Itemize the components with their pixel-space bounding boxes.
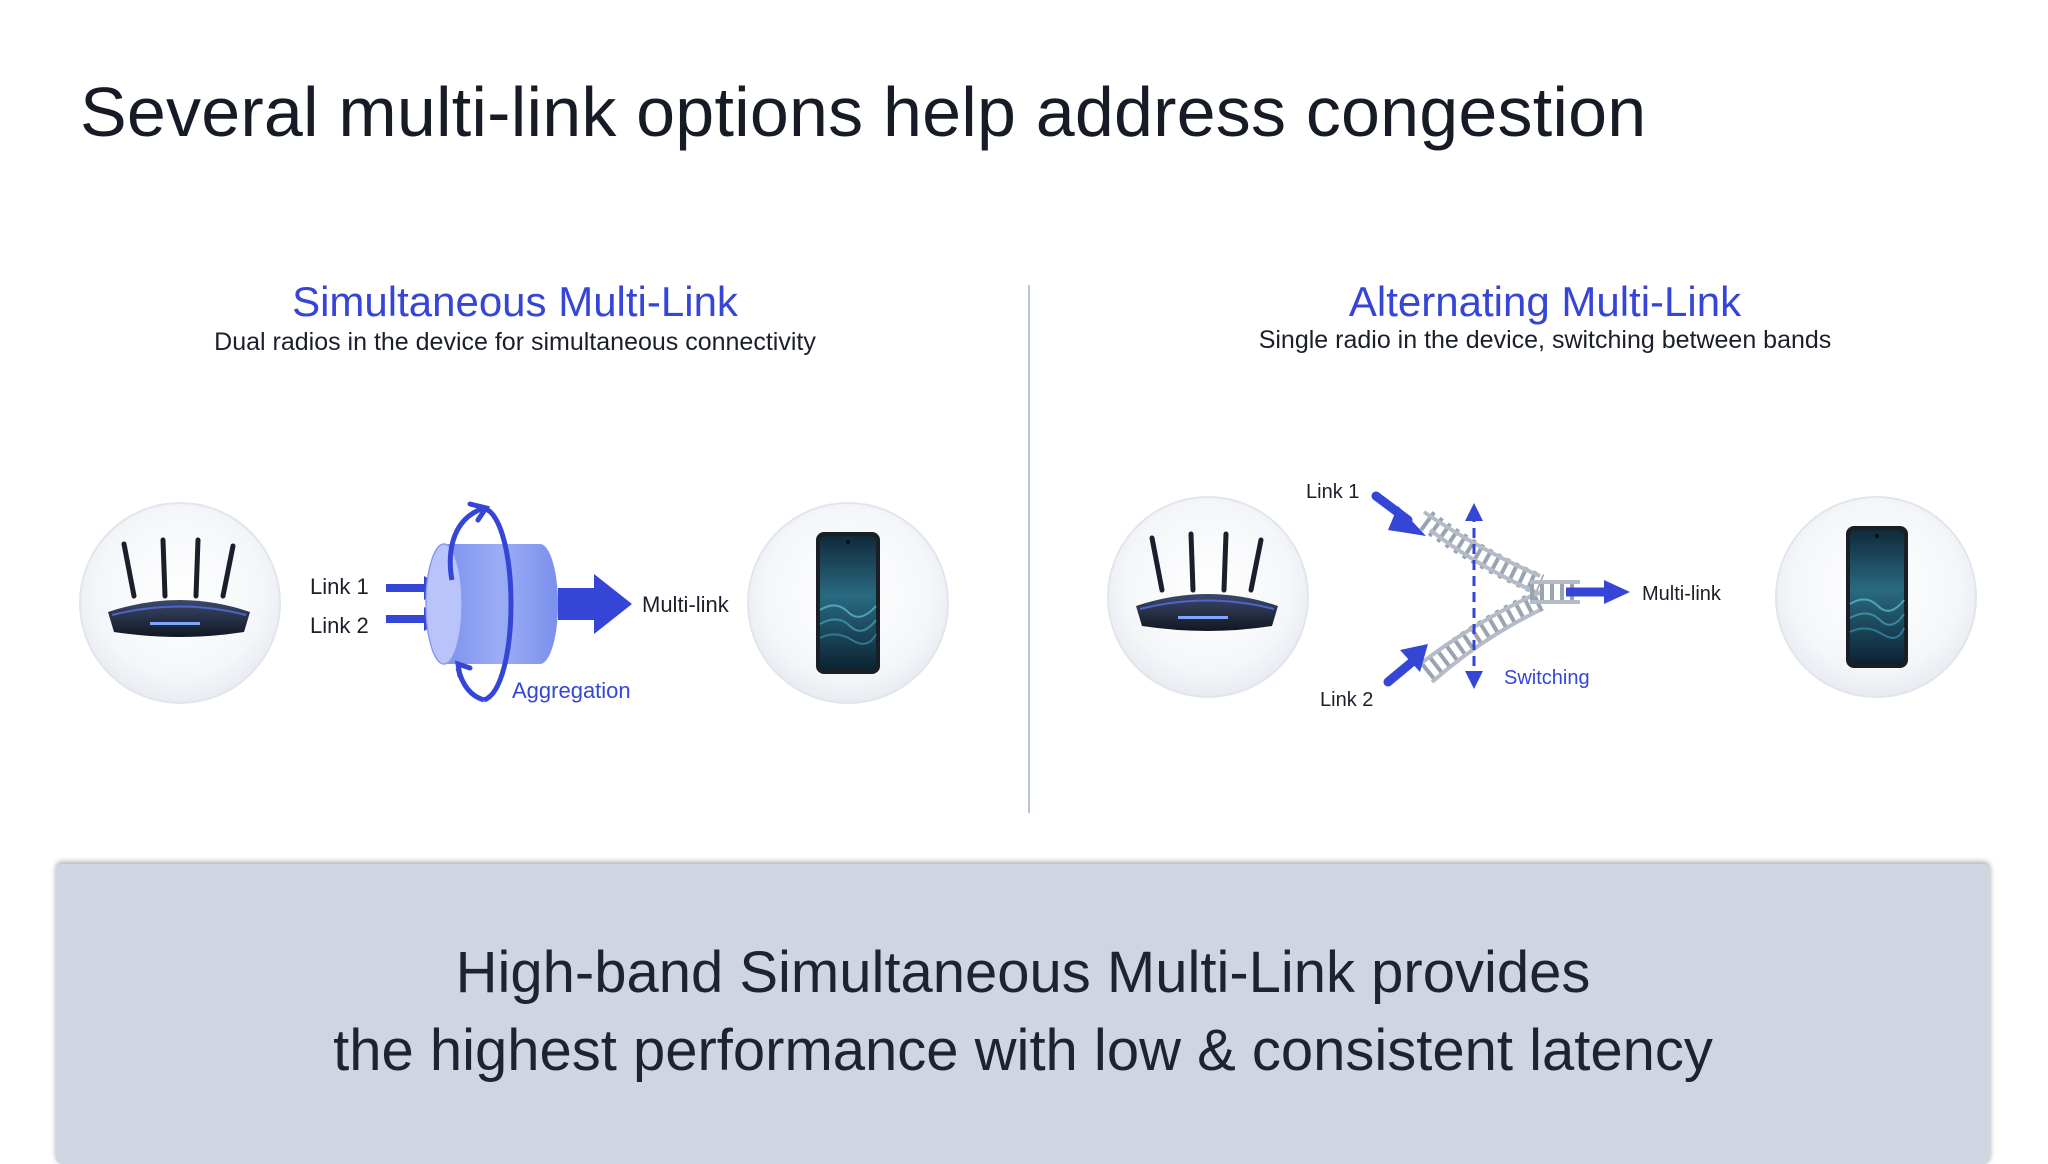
simultaneous-heading: Simultaneous Multi-Link (292, 278, 738, 325)
simultaneous-subtitle: Dual radios in the device for simultaneo… (214, 328, 816, 356)
railway-switch-icon (1418, 510, 1580, 684)
conclusion-text: High-band Simultaneous Multi-Link provid… (56, 934, 1990, 1090)
aggregation-cylinder (425, 501, 632, 703)
conclusion-line-2: the highest performance with low & consi… (333, 1018, 1713, 1083)
left-multilink-label: Multi-link (642, 592, 730, 617)
alternating-subtitle: Single radio in the device, switching be… (1258, 326, 1832, 354)
aggregation-label: Aggregation (512, 678, 631, 703)
slide-title: Several multi-link options help address … (80, 73, 1647, 151)
right-link-arrows (1371, 491, 1630, 687)
router-icon (1107, 496, 1309, 698)
right-multilink-label: Multi-link (1642, 583, 1722, 605)
smartphone-icon (747, 502, 949, 704)
left-link1-label: Link 1 (310, 574, 369, 599)
left-link2-label: Link 2 (310, 613, 369, 638)
panel-divider (1028, 285, 1030, 813)
conclusion-line-1: High-band Simultaneous Multi-Link provid… (455, 940, 1591, 1005)
right-link1-label: Link 1 (1306, 481, 1359, 503)
smartphone-icon (1775, 496, 1977, 698)
switching-label: Switching (1504, 667, 1590, 689)
conclusion-panel: High-band Simultaneous Multi-Link provid… (56, 864, 1990, 1164)
right-link2-label: Link 2 (1320, 689, 1373, 711)
router-icon (79, 502, 281, 704)
alternating-heading: Alternating Multi-Link (1348, 278, 1742, 325)
